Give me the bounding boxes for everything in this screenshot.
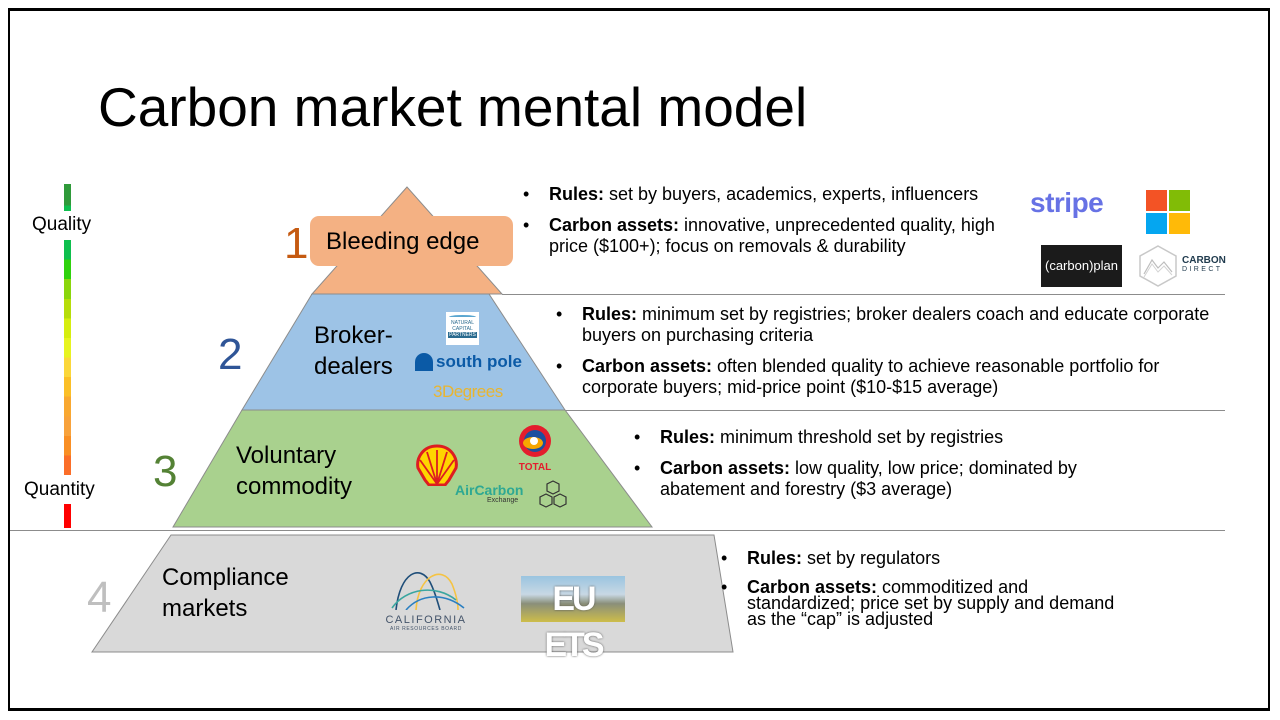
rules-text: set by buyers, academics, experts, influ… xyxy=(604,184,979,204)
assets-heading: Carbon assets: xyxy=(582,356,713,376)
carbon-direct-hexagon-icon xyxy=(1139,245,1177,287)
aircarbon-exchange-logo: AirCarbon Exchange xyxy=(455,480,567,508)
rules-text: minimum threshold set by registries xyxy=(715,427,1004,447)
scale-bar-bottom-segment xyxy=(64,504,71,528)
tier-1-bullets: Rules: set by buyers, academics, experts… xyxy=(523,184,1028,267)
aircarbon-hexagons-icon xyxy=(539,480,567,508)
divider-tier1 xyxy=(502,294,1225,295)
tier-2-label-line2: dealers xyxy=(314,353,393,380)
tier-4-assets: Carbon assets: commoditized and standard… xyxy=(721,577,1121,629)
total-logo: TOTAL xyxy=(512,422,558,473)
tier-3-label: Voluntary commodity xyxy=(236,440,352,502)
ncp-text-1: NATURAL xyxy=(451,320,474,326)
south-pole-icon xyxy=(415,353,433,371)
south-pole-logo: south pole xyxy=(415,352,522,372)
scale-bar-top-segment xyxy=(64,184,71,211)
carbon-direct-text: CARBON xyxy=(1182,255,1226,266)
tier-1-assets: Carbon assets: innovative, unprecedented… xyxy=(523,215,1028,257)
rules-heading: Rules: xyxy=(660,427,716,447)
scale-label-quantity: Quantity xyxy=(24,479,95,500)
carb-subtext: AIR RESOURCES BOARD xyxy=(390,626,462,632)
assets-text: innovative, unprecedented quality, high … xyxy=(549,215,995,256)
shell-icon xyxy=(416,444,458,487)
tier-4-label-line1: Compliance xyxy=(162,564,289,591)
tier-4-rules: Rules: set by regulators xyxy=(721,548,1121,569)
tier-3-rules: Rules: minimum threshold set by registri… xyxy=(634,427,1134,448)
tier-3-label-line2: commodity xyxy=(236,473,353,500)
tier-1-label-box xyxy=(310,216,513,266)
microsoft-logo xyxy=(1146,190,1190,234)
ncp-text-2: CAPITAL xyxy=(452,326,473,332)
tier-2-number: 2 xyxy=(218,330,243,379)
rules-heading: Rules: xyxy=(747,548,803,568)
assets-heading: Carbon assets: xyxy=(549,215,680,235)
tier-3-number: 3 xyxy=(153,447,178,496)
tier-2-label-line1: Broker- xyxy=(314,322,393,349)
south-pole-text: south pole xyxy=(436,352,522,371)
tier-3-label-line1: Voluntary xyxy=(236,442,337,469)
tier-2-bullets: Rules: minimum set by registries; broker… xyxy=(556,304,1216,408)
slide-frame xyxy=(8,8,1270,711)
total-icon xyxy=(519,425,551,457)
aircarbon-subtext: Exchange xyxy=(487,497,519,504)
scale-gradient-bar xyxy=(64,240,71,475)
assets-text: often blended quality to achieve reasona… xyxy=(582,356,1160,397)
eu-ets-logo: EU ETS xyxy=(521,576,625,664)
tier-3-assets: Carbon assets: low quality, low price; d… xyxy=(634,458,1134,500)
rules-heading: Rules: xyxy=(549,184,605,204)
tier-1-number: 1 xyxy=(284,219,309,268)
stripe-logo: stripe xyxy=(1030,187,1104,218)
ncp-text-3: PARTNERS xyxy=(448,332,477,338)
california-arb-logo: CALIFORNIA AIR RESOURCES BOARD xyxy=(378,564,474,632)
tier-3-bullets: Rules: minimum threshold set by registri… xyxy=(634,427,1134,510)
carbon-direct-subtext: DIRECT xyxy=(1182,266,1223,273)
aircarbon-text: AirCarbon xyxy=(455,482,524,498)
carb-text: CALIFORNIA xyxy=(385,614,467,626)
rules-heading: Rules: xyxy=(582,304,638,324)
scale-label-quality: Quality xyxy=(32,214,92,235)
total-text: TOTAL xyxy=(518,462,552,473)
slide-title: Carbon market mental model xyxy=(98,76,808,138)
tier-1-rules: Rules: set by buyers, academics, experts… xyxy=(523,184,1028,205)
rules-text: minimum set by registries; broker dealer… xyxy=(582,304,1210,345)
tier-2-assets: Carbon assets: often blended quality to … xyxy=(556,356,1216,398)
tier-4-number: 4 xyxy=(87,573,112,622)
tier-4-label-line2: markets xyxy=(162,595,248,622)
divider-tier2 xyxy=(565,410,1225,411)
tier-4-shape xyxy=(91,534,734,653)
assets-heading: Carbon assets: xyxy=(747,577,878,597)
shell-logo xyxy=(415,444,459,491)
carbon-direct-logo: CARBON DIRECT xyxy=(1138,244,1230,288)
carbonplan-logo: (carbon)plan xyxy=(1041,245,1122,287)
tier-4-label: Compliance markets xyxy=(162,562,289,624)
natural-capital-partners-logo: NATURAL CAPITAL PARTNERS xyxy=(446,312,479,345)
assets-text: low quality, low price; dominated by aba… xyxy=(660,458,1077,499)
carb-arches-icon xyxy=(391,572,465,611)
3degrees-logo: 3Degrees xyxy=(433,382,503,401)
tier-2-label: Broker- dealers xyxy=(314,320,393,382)
tier-2-rules: Rules: minimum set by registries; broker… xyxy=(556,304,1216,346)
divider-tier3 xyxy=(10,530,1225,531)
assets-heading: Carbon assets: xyxy=(660,458,791,478)
rules-text: set by regulators xyxy=(802,548,941,568)
assets-text: commoditized and standardized; price set… xyxy=(747,577,1115,629)
tier-4-bullets: Rules: set by regulators Carbon assets: … xyxy=(721,548,1121,637)
tier-1-label: Bleeding edge xyxy=(326,228,480,255)
